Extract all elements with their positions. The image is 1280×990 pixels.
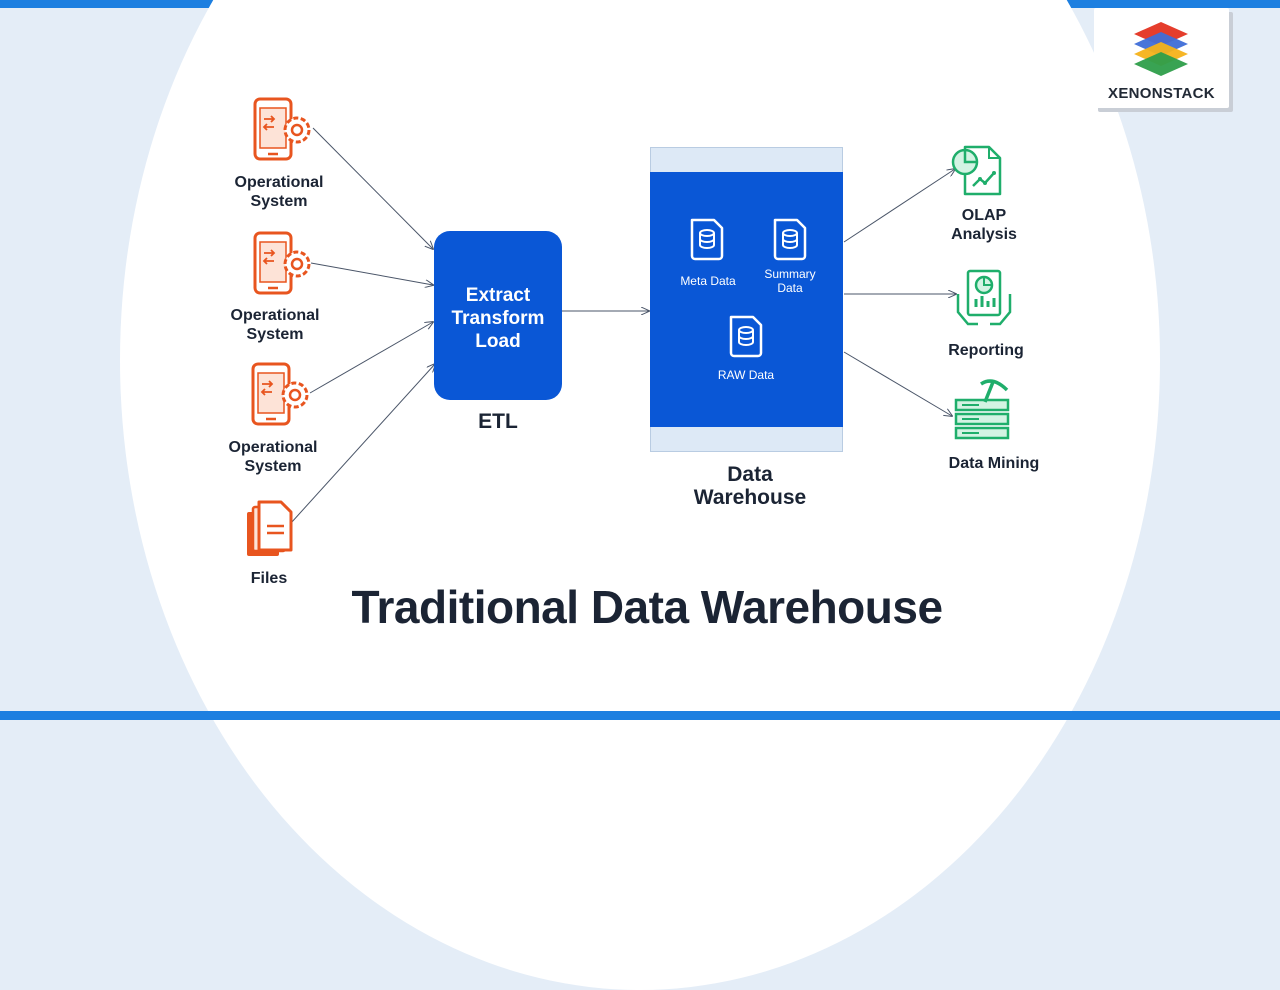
files-label: Files	[250, 570, 288, 587]
raw-data-label: RAW Data	[717, 368, 775, 382]
olap-analysis-icon	[951, 145, 1002, 196]
etl-box	[434, 231, 562, 400]
data-mining-label: Data Mining	[948, 455, 1040, 472]
operational-system-icon	[253, 97, 311, 161]
xenonstack-logo-mark	[1134, 22, 1188, 76]
files-icon	[247, 500, 293, 556]
data-mining-icon	[954, 379, 1010, 440]
etl-box-label: Extract Transform Load	[451, 285, 545, 352]
meta-data-label: Meta Data	[680, 274, 736, 288]
brand-name: XENONSTACK	[1108, 85, 1215, 102]
arrow-source-3-to-etl	[309, 322, 433, 394]
arrow-source-2-to-etl	[310, 262, 433, 285]
page-title: Traditional Data Warehouse	[351, 581, 943, 633]
xenonstack-logo: XENONSTACK	[1094, 8, 1229, 108]
reporting-icon	[956, 269, 1012, 326]
connector-layer	[290, 127, 1280, 524]
arrow-files-to-etl	[290, 364, 435, 524]
etl-caption: ETL	[478, 410, 518, 433]
database-icon	[690, 218, 724, 261]
arrow-warehouse-to-data-mining	[843, 351, 952, 416]
database-icon	[773, 218, 807, 261]
reporting-label: Reporting	[948, 342, 1024, 359]
bottom-accent-bar	[0, 711, 1280, 720]
operational-system-icon	[253, 231, 311, 295]
arrow-source-1-to-etl	[312, 127, 433, 249]
database-icon	[729, 315, 763, 358]
data-warehouse-body	[650, 172, 843, 427]
arrow-warehouse-to-olap	[843, 169, 955, 243]
operational-system-icon	[251, 362, 309, 426]
